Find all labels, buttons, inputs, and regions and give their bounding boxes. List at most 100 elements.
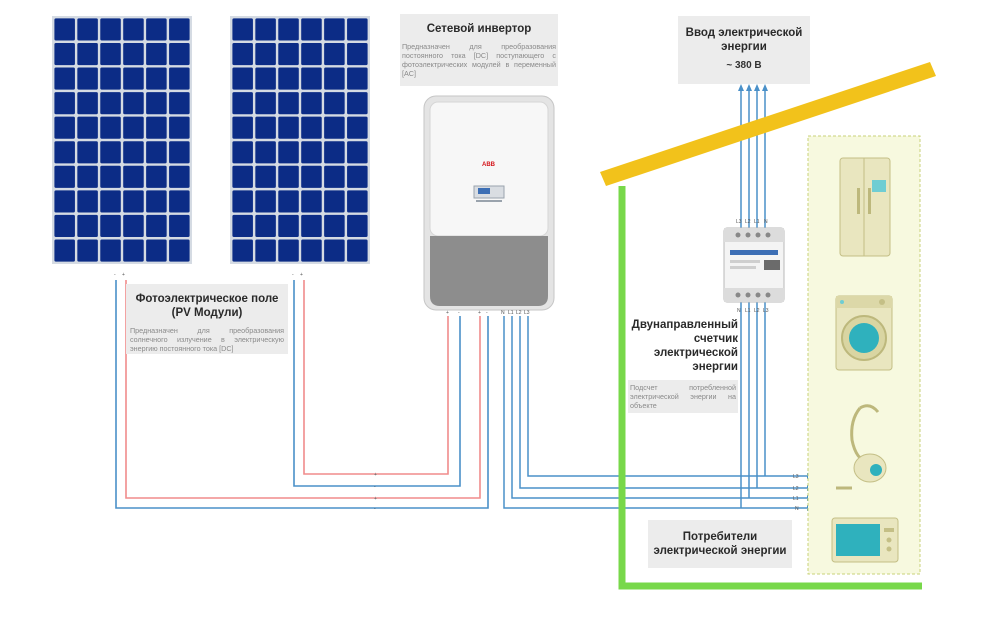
pv-cell — [77, 18, 98, 41]
svg-text:L1: L1 — [793, 496, 799, 502]
pv-cell — [54, 190, 75, 213]
pv-cell — [232, 214, 253, 238]
pv-cell — [169, 239, 190, 262]
pv-cell — [77, 116, 98, 139]
pv-cell — [169, 92, 190, 115]
pv-cell — [301, 92, 322, 115]
consumers-box: Потребители электрической энергии — [648, 520, 792, 568]
pv-cell — [232, 92, 253, 115]
pv-cell — [347, 239, 368, 262]
pv-cell — [123, 165, 144, 188]
pv-cell — [278, 18, 299, 41]
panel-right-plus: + — [300, 272, 303, 278]
pv-cell — [232, 67, 253, 90]
pv-field-title-2: (PV Модули) — [171, 307, 243, 319]
svg-text:+: + — [374, 496, 377, 502]
pv-cell — [100, 214, 121, 238]
pv-cell — [123, 42, 144, 66]
pv-cell — [324, 239, 345, 262]
pv-cell — [278, 42, 299, 66]
meter-title-3: электрической — [653, 347, 738, 359]
pv-cell — [301, 214, 322, 238]
pv-cell — [54, 116, 75, 139]
svg-text:+: + — [478, 310, 481, 316]
pv-cell — [77, 239, 98, 262]
meter-title-4: энергии — [692, 361, 738, 373]
house-roof — [600, 62, 936, 186]
pv-field-box: Фотоэлектрическое поле (PV Модули) Предн… — [126, 284, 288, 354]
pv-cell — [232, 165, 253, 188]
grid-input-box: Ввод электрической энергии ~ 380 В — [678, 16, 810, 84]
pv-cell — [278, 239, 299, 262]
pv-cell — [278, 165, 299, 188]
pv-cell — [255, 214, 276, 238]
washing-machine-icon — [835, 295, 893, 371]
pv-cell — [232, 116, 253, 139]
pv-cell — [77, 190, 98, 213]
pv-cell — [100, 239, 121, 262]
pv-cell — [232, 42, 253, 66]
pv-cell — [301, 116, 322, 139]
pv-cell — [255, 190, 276, 213]
pv-cell — [301, 18, 322, 41]
pv-cell — [54, 67, 75, 90]
panel-frame — [230, 16, 370, 264]
wire-blue-1 — [115, 280, 489, 509]
pv-cell — [232, 141, 253, 164]
solar-panel-left — [52, 16, 192, 264]
svg-text:-: - — [486, 310, 488, 316]
pv-cell — [301, 141, 322, 164]
pv-cell — [347, 116, 368, 139]
consumers-title-1: Потребители — [682, 531, 758, 543]
pv-cell — [100, 67, 121, 90]
pv-cell — [54, 42, 75, 66]
pv-cell — [278, 92, 299, 115]
panel-left-plus: + — [122, 272, 125, 278]
pv-cell — [301, 165, 322, 188]
svg-text:L3: L3 — [763, 308, 769, 314]
svg-text:L2: L2 — [745, 219, 751, 225]
meter-info: Двунаправленный счетчик электрической эн… — [628, 318, 738, 413]
pv-cell — [100, 18, 121, 41]
pv-cell — [100, 42, 121, 66]
abb-logo: ABB — [482, 162, 496, 168]
panel-right-minus: - — [292, 272, 294, 278]
pv-cell — [301, 190, 322, 213]
pv-cell — [123, 214, 144, 238]
pv-cell — [77, 141, 98, 164]
wire-red-2 — [303, 280, 449, 475]
inverter-title: Сетевой инвертор — [426, 23, 532, 35]
svg-text:L1: L1 — [508, 310, 514, 316]
svg-text:+: + — [446, 310, 449, 316]
pv-cell — [347, 42, 368, 66]
svg-text:N: N — [764, 219, 768, 225]
pv-cell — [146, 239, 167, 262]
grid-voltage: ~ 380 В — [726, 60, 762, 71]
pv-cell — [146, 18, 167, 41]
pv-cell — [347, 214, 368, 238]
pv-cell — [278, 67, 299, 90]
panel-left-minus: - — [114, 272, 116, 278]
svg-text:N: N — [501, 310, 505, 316]
pv-cell — [54, 214, 75, 238]
pv-cell — [324, 92, 345, 115]
pv-cell — [77, 165, 98, 188]
pv-cell — [347, 67, 368, 90]
inverter-description: Предназначен для преобразования постоянн… — [402, 42, 556, 78]
pv-cell — [169, 67, 190, 90]
pv-cell — [301, 67, 322, 90]
pv-cell — [54, 92, 75, 115]
pv-cell — [146, 141, 167, 164]
pv-cell — [100, 190, 121, 213]
pv-cell — [169, 190, 190, 213]
pv-cell — [255, 165, 276, 188]
pv-cell — [146, 116, 167, 139]
fridge-icon — [839, 157, 891, 257]
pv-cell — [146, 92, 167, 115]
pv-cell — [255, 18, 276, 41]
pv-cell — [123, 18, 144, 41]
microwave-icon — [831, 517, 899, 563]
pv-cell — [232, 18, 253, 41]
svg-text:-: - — [458, 310, 460, 316]
